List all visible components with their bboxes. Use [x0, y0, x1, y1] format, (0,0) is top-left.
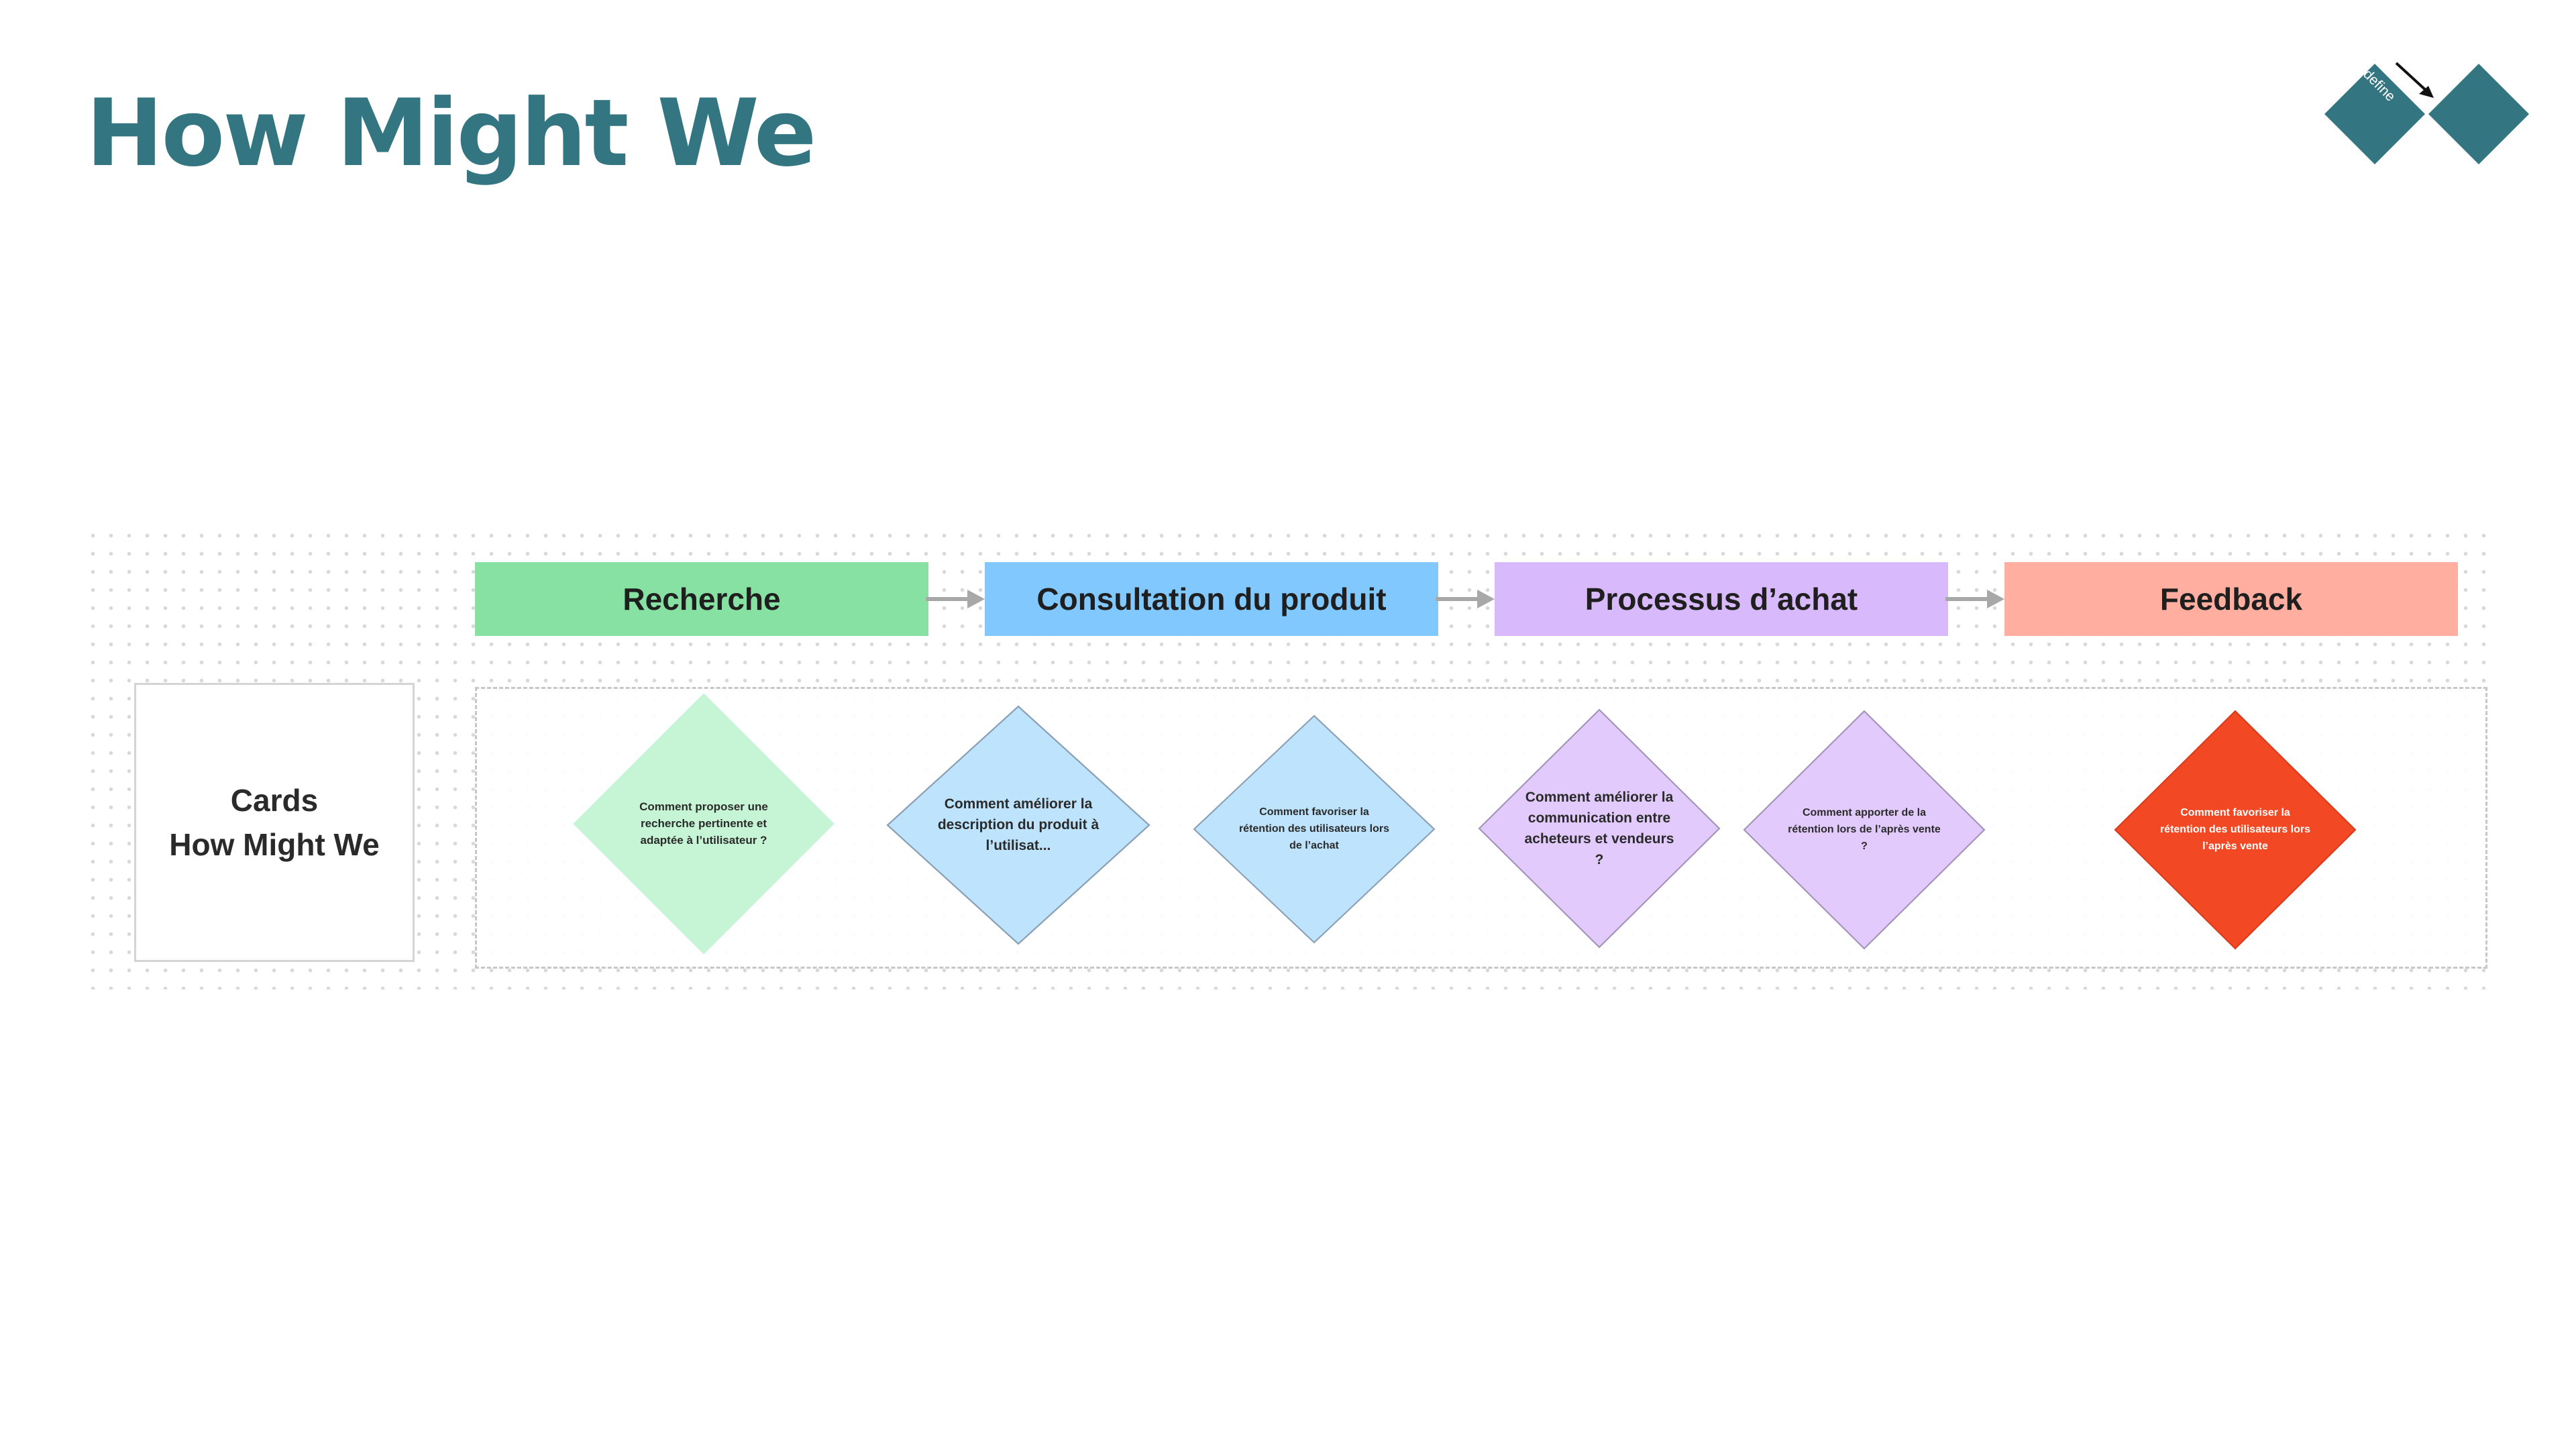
arrow-right-icon: [1436, 590, 1495, 608]
arrow-right-icon: [1945, 590, 2004, 608]
hmw-card-retention-achat[interactable]: Comment favoriser la rétention des utili…: [1193, 714, 1436, 944]
card-text: Comment améliorer la communication entre…: [1524, 789, 1674, 867]
hmw-card-description-produit[interactable]: Comment améliorer la description du prod…: [886, 705, 1150, 945]
diamond-shape: [2114, 710, 2357, 950]
card-text: Comment améliorer la description du prod…: [937, 796, 1099, 854]
stage-recherche: Recherche: [475, 562, 928, 636]
stage-label: Consultation du produit: [1036, 582, 1387, 616]
row-label-line-2: How Might We: [169, 827, 380, 862]
hmw-card-retention-apres-vente[interactable]: Comment apporter de la rétention lors de…: [1743, 710, 1986, 950]
stage-label: Feedback: [2159, 582, 2303, 616]
row-label-card: Cards How Might We: [134, 683, 415, 962]
hmw-card-feedback-apres-vente[interactable]: Comment favoriser la rétention des utili…: [2114, 710, 2357, 950]
arrow-icon: [2419, 86, 2434, 98]
diamond-shape: [1193, 714, 1436, 944]
stage-consultation-produit: Consultation du produit: [985, 562, 1438, 636]
define-logo: define: [2321, 54, 2536, 181]
logo-diamond-left: [2324, 64, 2425, 164]
stage-processus-achat: Processus d’achat: [1495, 562, 1948, 636]
stage-label: Processus d’achat: [1585, 582, 1858, 616]
card-text: Comment favoriser la rétention des utili…: [2159, 807, 2311, 853]
card-text: Comment favoriser la rétention des utili…: [1238, 806, 1390, 852]
stage-feedback: Feedback: [2004, 562, 2458, 636]
arrow-right-icon: [926, 590, 985, 608]
diamond-shape: [573, 693, 835, 955]
page-title: How Might We: [86, 79, 816, 187]
card-text: Comment proposer une recherche pertinent…: [639, 800, 768, 847]
hmw-card-recherche[interactable]: Comment proposer une recherche pertinent…: [573, 693, 835, 955]
diamond-shape: [886, 705, 1150, 945]
stage-label: Recherche: [623, 582, 781, 616]
card-text: Comment apporter de la rétention lors de…: [1788, 807, 1941, 853]
logo-diamond-right: [2428, 64, 2529, 164]
diamond-shape: [1478, 708, 1721, 949]
row-label-line-1: Cards: [230, 783, 319, 818]
hmw-card-communication[interactable]: Comment améliorer la communication entre…: [1478, 708, 1721, 949]
diamond-shape: [1743, 710, 1986, 950]
